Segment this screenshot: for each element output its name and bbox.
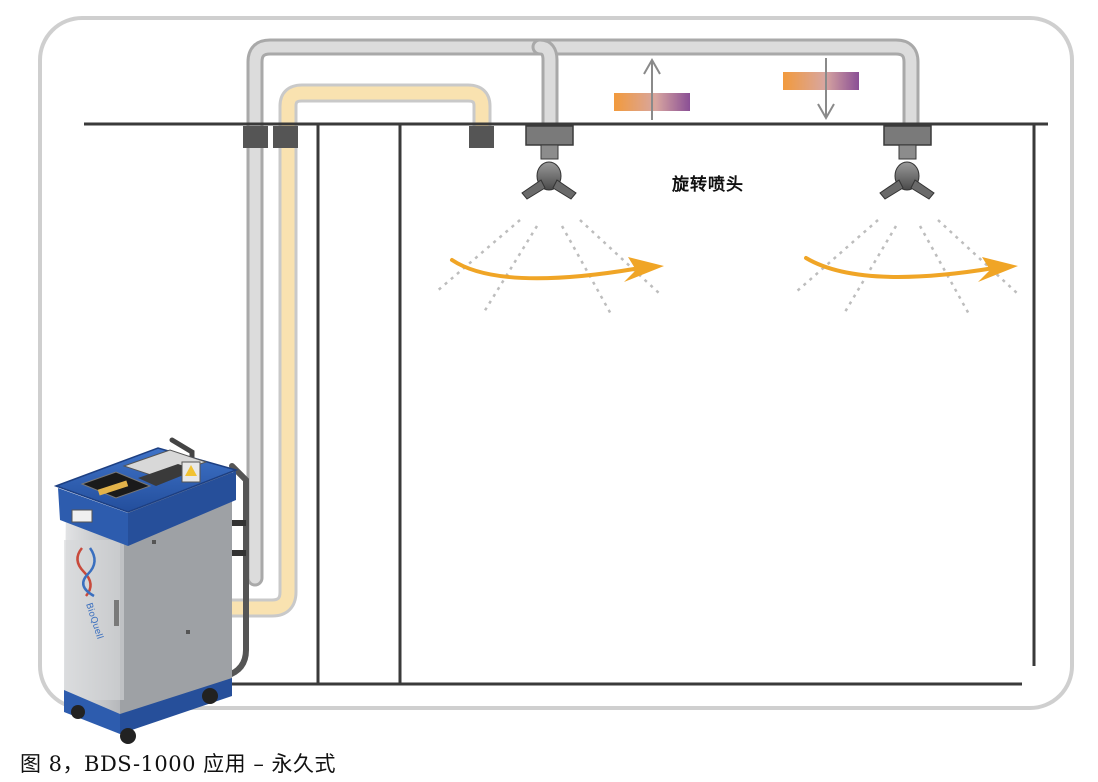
room-frame <box>38 16 1074 710</box>
ceiling-port <box>243 126 268 148</box>
heat-gradient-icon <box>783 72 859 90</box>
spray-pattern <box>435 219 1019 317</box>
yellow-pipe <box>222 83 492 618</box>
nozzle-icon <box>879 125 935 200</box>
ceiling-port <box>273 126 298 148</box>
nozzle-label: 旋转喷头 <box>672 175 744 195</box>
flow-arrow-icon <box>804 256 1018 282</box>
nozzle-icon <box>521 125 577 200</box>
ceiling-port <box>469 126 494 148</box>
flow-arrow-icon <box>450 257 664 282</box>
figure-caption: 图 8，BDS-1000 应用 – 永久式 <box>20 752 337 776</box>
bds-machine: BioQuell <box>53 437 249 744</box>
grey-pipe <box>246 38 920 587</box>
